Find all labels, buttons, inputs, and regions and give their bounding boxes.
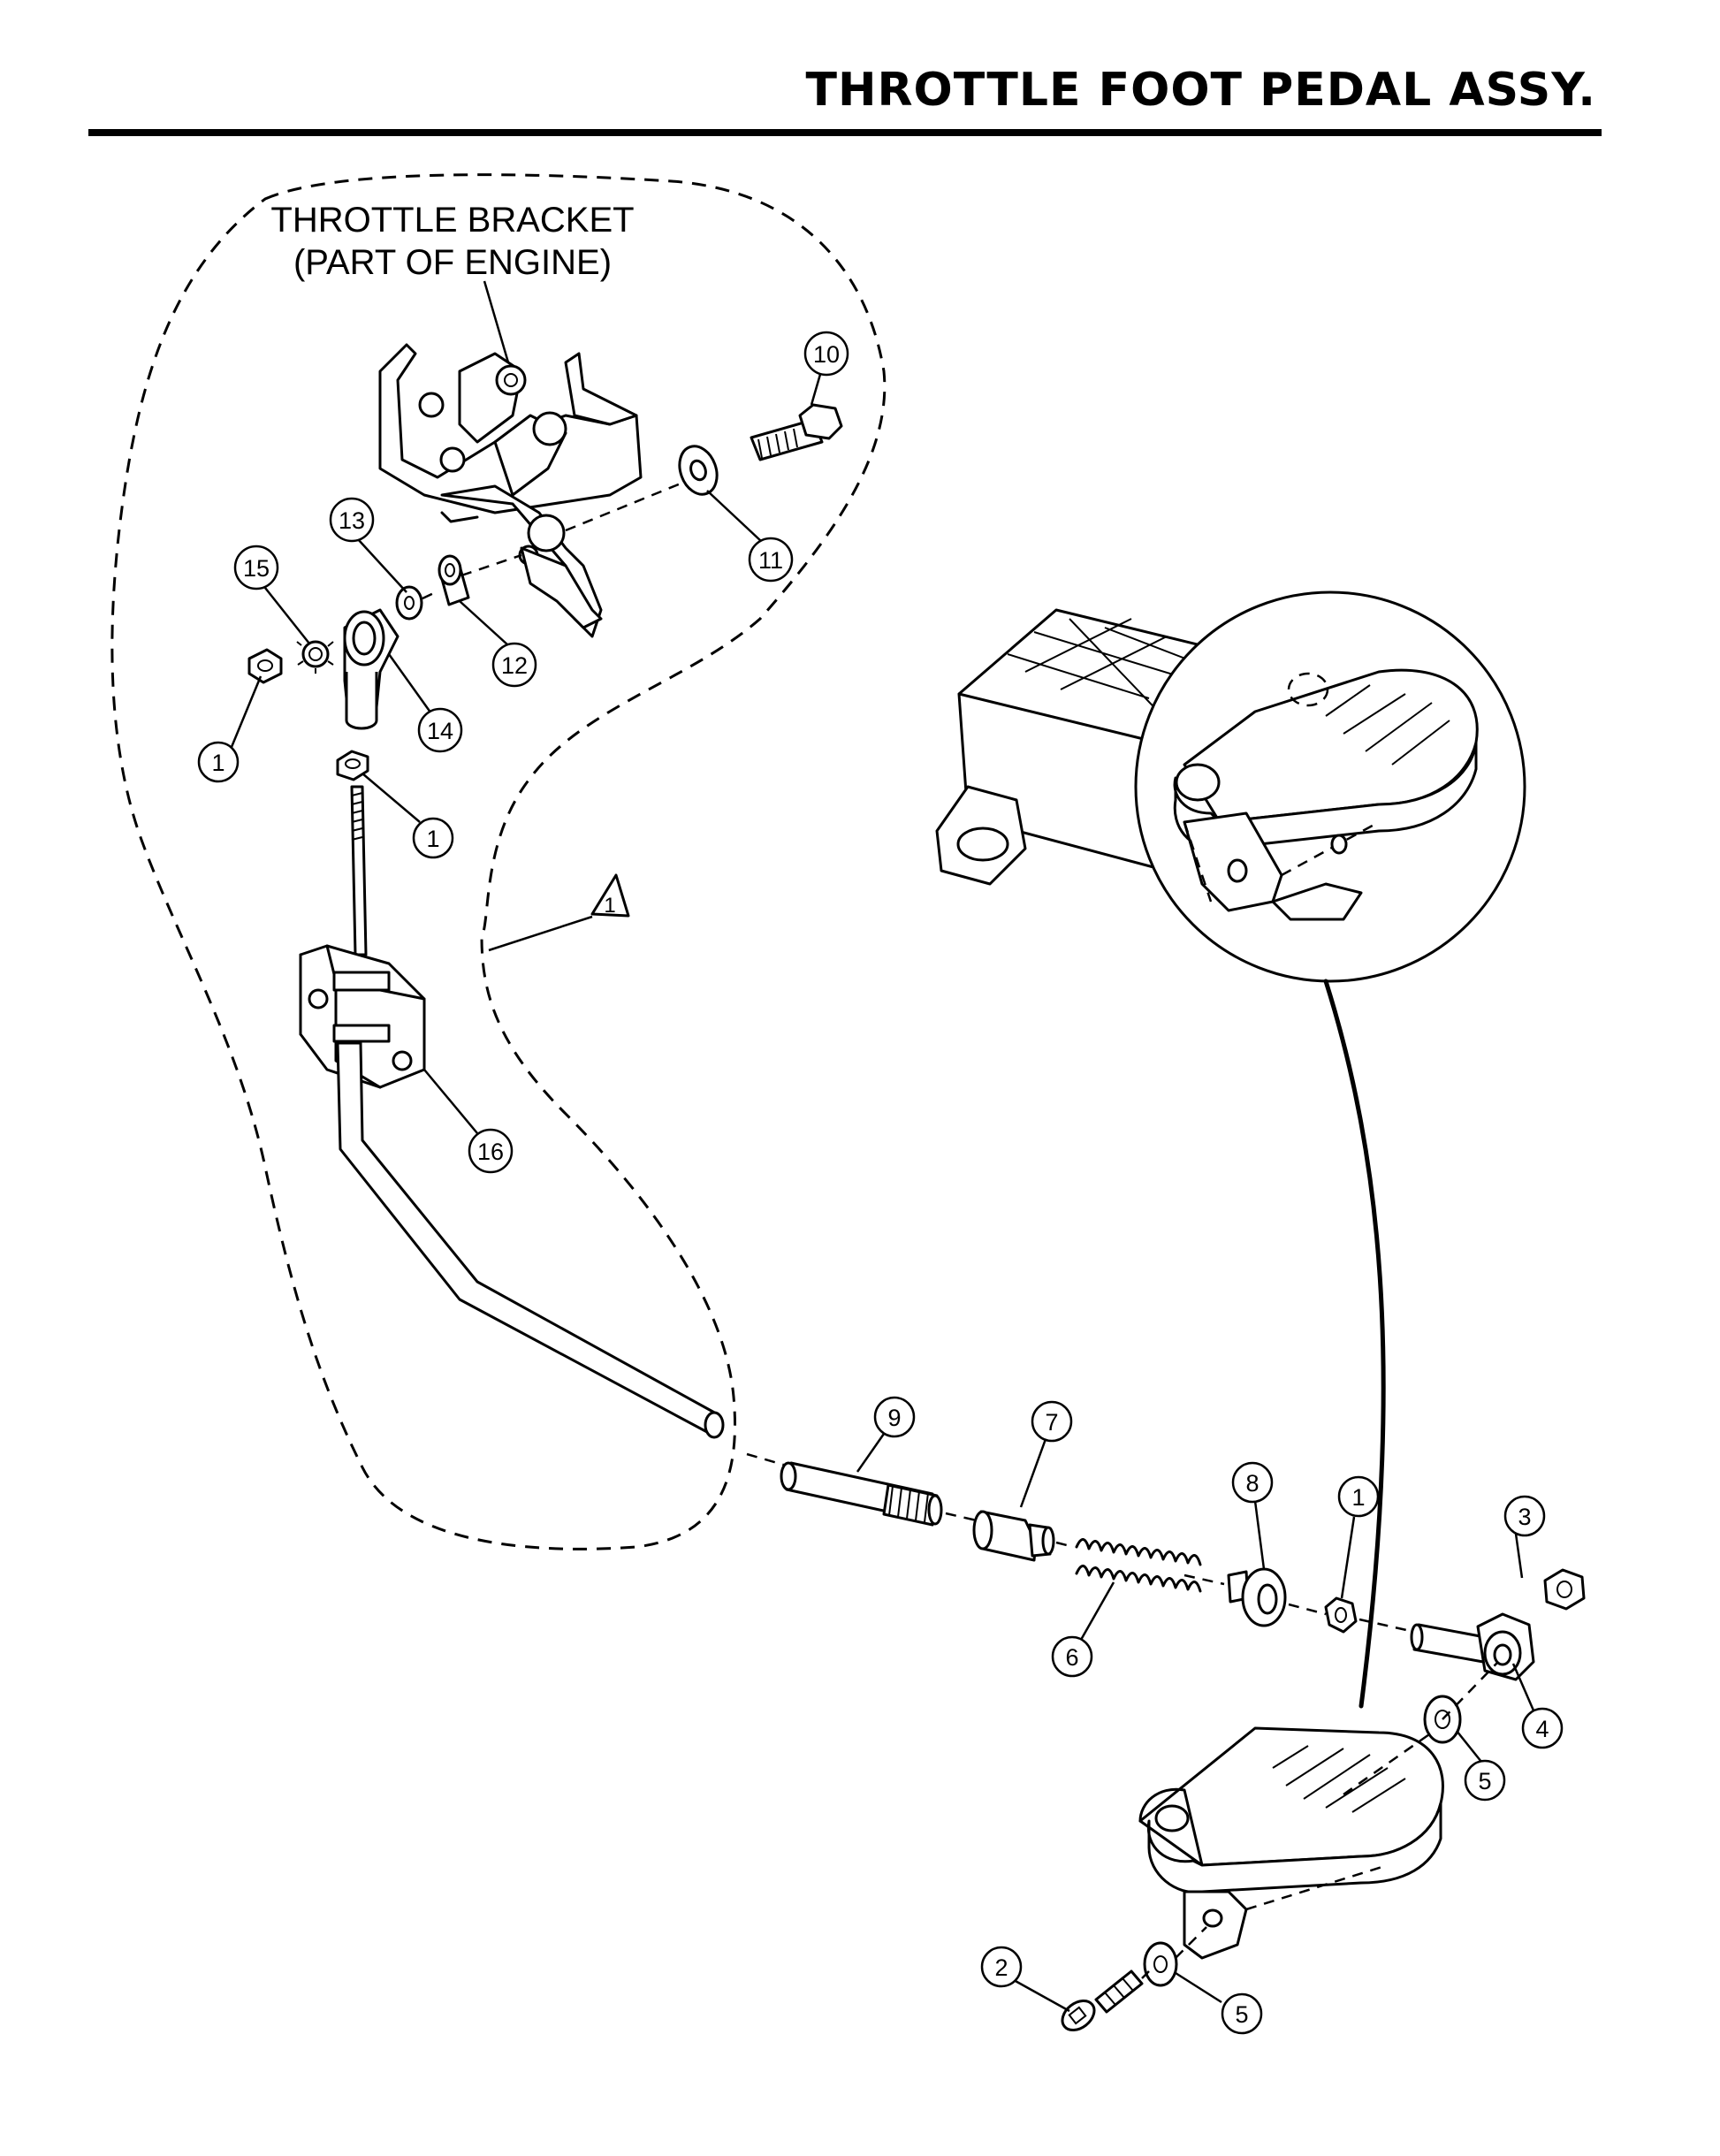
callout-13: 13 — [329, 497, 375, 543]
engine-group-boundary — [110, 173, 887, 1550]
callout-2: 2 — [980, 1946, 1023, 1988]
svg-text:1: 1 — [1351, 1484, 1365, 1511]
svg-text:3: 3 — [1518, 1504, 1531, 1530]
detail-leader — [1323, 979, 1386, 1709]
callout-8: 8 — [1231, 1461, 1274, 1504]
callout-4: 4 — [1521, 1707, 1564, 1749]
svg-text:12: 12 — [501, 652, 528, 679]
washer-13 — [395, 585, 423, 621]
spring-6 — [1075, 1538, 1202, 1593]
bushing-8 — [1227, 1567, 1287, 1627]
callout-3: 3 — [1503, 1495, 1546, 1537]
callout-7: 7 — [1031, 1400, 1073, 1443]
callout-5: 5 — [1221, 1992, 1263, 2035]
callout-16: 16 — [468, 1128, 514, 1174]
callout-11: 11 — [748, 537, 794, 583]
lock-washer-15 — [296, 640, 334, 674]
detail-circle — [1134, 590, 1526, 983]
svg-text:1: 1 — [211, 750, 225, 776]
svg-text:8: 8 — [1245, 1470, 1259, 1497]
throttle-rod-16 — [299, 785, 725, 1439]
title-rule — [88, 129, 1602, 136]
callout-15: 15 — [233, 545, 279, 590]
callout-5: 5 — [1464, 1759, 1506, 1802]
sleeve-7 — [972, 1510, 1055, 1562]
svg-text:7: 7 — [1045, 1409, 1058, 1436]
throttle-bracket — [378, 343, 643, 638]
svg-text:10: 10 — [813, 341, 840, 368]
callout-9: 9 — [873, 1396, 916, 1438]
svg-text:5: 5 — [1235, 2001, 1248, 2028]
callout-12: 12 — [491, 642, 537, 688]
bracket-label-line2: (PART OF ENGINE) — [293, 243, 612, 282]
svg-text:14: 14 — [427, 718, 453, 744]
foot-pedal — [1138, 1726, 1444, 1960]
svg-text:15: 15 — [243, 555, 270, 582]
bracket-label-line1: THROTTLE BRACKET — [270, 201, 634, 240]
svg-text:9: 9 — [887, 1405, 901, 1431]
screw-2 — [1061, 1969, 1144, 2032]
hex-nut-1b — [336, 750, 369, 781]
spacer-12 — [438, 554, 470, 606]
note-flag: 1 — [590, 873, 630, 918]
callout-1: 1 — [412, 817, 454, 859]
callout-14: 14 — [417, 707, 463, 753]
ball-joint-4 — [1410, 1612, 1535, 1681]
svg-text:16: 16 — [477, 1139, 504, 1165]
svg-text:4: 4 — [1535, 1716, 1549, 1742]
callout-6: 6 — [1051, 1635, 1093, 1678]
svg-text:13: 13 — [339, 507, 365, 534]
washer-5b — [1143, 1941, 1178, 1987]
callout-1: 1 — [197, 741, 240, 783]
note-flag-number: 1 — [604, 894, 615, 918]
svg-text:5: 5 — [1478, 1768, 1491, 1794]
threaded-stud-9 — [780, 1461, 943, 1527]
callout-10: 10 — [803, 331, 849, 377]
rod-end-14 — [343, 608, 400, 730]
svg-text:11: 11 — [758, 547, 783, 574]
svg-text:1: 1 — [426, 826, 439, 852]
hex-nut-3 — [1543, 1568, 1586, 1611]
callout-1: 1 — [1337, 1475, 1380, 1518]
hex-nut-1a — [247, 648, 283, 684]
svg-text:6: 6 — [1065, 1644, 1078, 1671]
hex-nut-1c — [1324, 1596, 1358, 1634]
svg-text:2: 2 — [994, 1954, 1008, 1981]
bolt-10 — [750, 403, 843, 461]
page-title: THROTTLE FOOT PEDAL ASSY. — [805, 64, 1596, 117]
